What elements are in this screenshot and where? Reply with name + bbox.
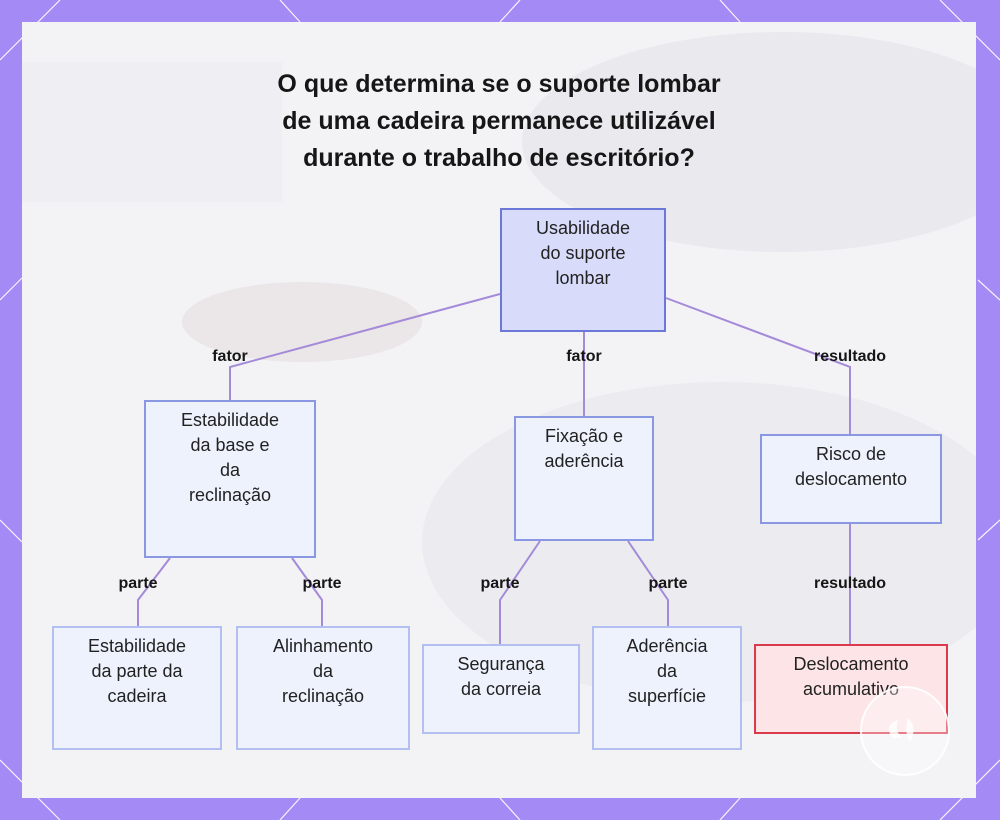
node-text: da base e (190, 435, 270, 455)
edge-label-resultado-risco: resultado (813, 348, 887, 365)
node-text: Usabilidade (535, 218, 631, 238)
node-text: aderência (544, 451, 624, 471)
node-text: Deslocamento (793, 654, 909, 674)
edge-fix-seg (499, 540, 541, 644)
edge-base-estab (137, 557, 171, 626)
node-text: superfície (627, 686, 707, 706)
edge-label-resultado-deslocamento: resultado (813, 575, 887, 592)
title-line: durante o trabalho de escritório? (303, 144, 695, 172)
node-text: da (312, 661, 334, 681)
node-alinhamento-reclinacao: Alinhamento da reclinação (236, 626, 410, 750)
node-text: cadeira (107, 686, 167, 706)
node-fixacao-aderencia: Fixação e aderência (514, 416, 654, 541)
node-estabilidade-parte-cadeira: Estabilidade da parte da cadeira (52, 626, 222, 750)
node-text: da parte da (91, 661, 183, 681)
node-text: da correia (460, 679, 542, 699)
brand-logo-icon (860, 686, 950, 776)
node-text: Estabilidade (180, 410, 280, 430)
node-text: Alinhamento (272, 636, 374, 656)
node-text: Estabilidade (87, 636, 187, 656)
node-text: da (656, 661, 678, 681)
node-text: Segurança (457, 654, 545, 674)
title-line: de uma cadeira permanece utilizável (282, 107, 716, 135)
node-usabilidade-suporte-lombar: Usabilidade do suporte lombar (500, 208, 666, 332)
node-text: reclinação (281, 686, 365, 706)
edge-label-parte-alinhamento: parte (302, 575, 342, 592)
node-text: deslocamento (794, 469, 908, 489)
edge-label-parte-estabilidade: parte (118, 575, 158, 592)
node-seguranca-correia: Segurança da correia (422, 644, 580, 734)
node-text: acumulativo (802, 679, 900, 699)
node-text: Fixação e (544, 426, 624, 446)
edge-fix-ader (627, 540, 669, 626)
node-text: Risco de (815, 444, 887, 464)
title-line: O que determina se o suporte lombar (277, 70, 721, 98)
edge-root-base (229, 293, 501, 400)
node-aderencia-superficie: Aderência da superfície (592, 626, 742, 750)
node-text: lombar (555, 268, 611, 288)
node-risco-deslocamento: Risco de deslocamento (760, 434, 942, 524)
edge-label-parte-aderencia: parte (648, 575, 688, 592)
edge-root-risco (665, 297, 851, 434)
connector-lines (137, 293, 851, 644)
node-text: da (219, 460, 241, 480)
node-text: reclinação (188, 485, 272, 505)
node-text: do suporte (540, 243, 626, 263)
edge-label-parte-seguranca: parte (480, 575, 520, 592)
node-text: Aderência (626, 636, 708, 656)
edge-base-alinh (291, 557, 323, 626)
node-estabilidade-base: Estabilidade da base e da reclinação (144, 400, 316, 558)
edge-label-fator-base: fator (212, 348, 248, 365)
diagram-panel: O que determina se o suporte lombar de u… (22, 22, 976, 798)
edge-label-fator-fixacao: fator (566, 348, 602, 365)
diagram-title: O que determina se o suporte lombar de u… (22, 66, 976, 177)
